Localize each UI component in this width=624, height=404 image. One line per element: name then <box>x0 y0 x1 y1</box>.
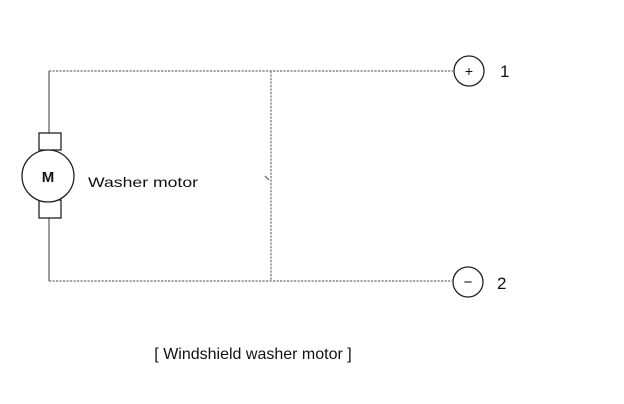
motor-symbol-letter: M <box>42 169 55 186</box>
positive-terminal-symbol: + <box>465 63 473 79</box>
motor-label: Washer motor <box>88 174 198 190</box>
negative-terminal-symbol: − <box>464 274 473 291</box>
diagram-caption: [ Windshield washer motor ] <box>154 346 351 363</box>
motor-symbol-circle <box>21 149 75 203</box>
positive-terminal-number: 1 <box>500 62 509 81</box>
negative-terminal-circle <box>452 266 484 298</box>
middle-wire-tick <box>264 175 270 181</box>
positive-terminal-circle <box>453 55 485 87</box>
negative-terminal-number: 2 <box>497 274 506 293</box>
motor-top-brush <box>38 132 62 151</box>
motor-bottom-brush <box>38 199 62 219</box>
